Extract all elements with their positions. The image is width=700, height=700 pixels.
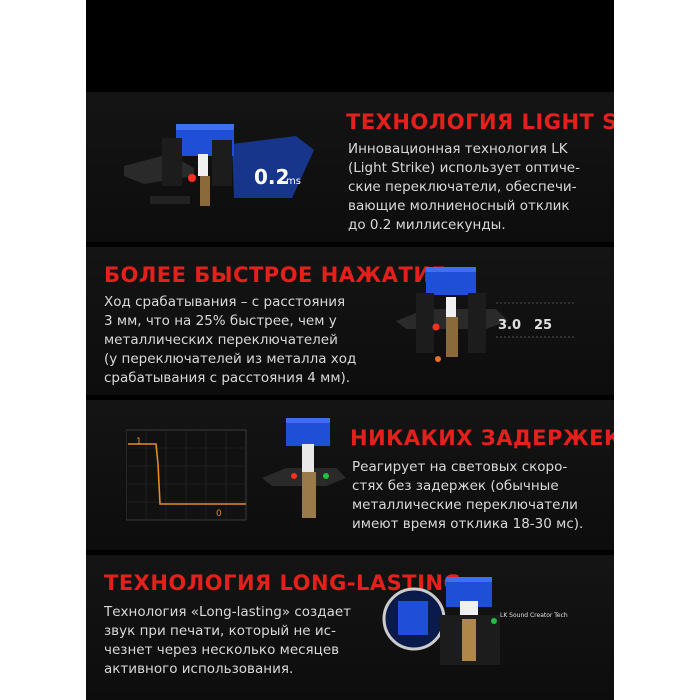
speed-badge-value: 0.2	[254, 165, 289, 189]
sound-tech-illustration: LK Sound Creator Tech	[382, 577, 568, 665]
switch-base-plate	[124, 154, 194, 184]
signal-trace	[128, 443, 246, 505]
speed-badge-bg	[232, 136, 314, 198]
optical-sensor-light	[188, 174, 196, 182]
section-text: Ход срабатывания – с расстояния 3 мм, чт…	[104, 294, 357, 386]
section-text: Реагирует на световых скоро- стях без за…	[352, 459, 584, 532]
section-text: Технология «Long-lasting» создает звук п…	[104, 604, 352, 677]
optical-switch-illustration: 0.2 ms	[124, 124, 314, 206]
product-card: ТЕХНОЛОГИЯ LIGHT STRIKE Инновационная те…	[86, 0, 614, 700]
oscilloscope-illustration: 1 0	[126, 418, 346, 521]
section-text: Инновационная технология LK (Light Strik…	[348, 141, 580, 233]
optical-sensor-light	[432, 323, 440, 331]
distance-label: 3.0	[498, 318, 521, 333]
speed-badge-unit: ms	[286, 176, 301, 187]
section-no-delay: НИКАКИХ ЗАДЕРЖЕК Реагирует на световых с…	[86, 400, 614, 550]
section-long-lasting: ТЕХНОЛОГИЯ LONG-LASTING Технология «Long…	[86, 555, 614, 700]
scope-high-label: 1	[136, 437, 142, 447]
section-title: БОЛЕЕ БЫСТРОЕ НАЖАТИЕ	[104, 263, 447, 287]
sound-tech-caption: LK Sound Creator Tech	[500, 612, 568, 619]
section-title: НИКАКИХ ЗАДЕРЖЕК	[350, 426, 614, 450]
percent-label: 25	[534, 318, 552, 333]
actuation-distance-illustration: 3.0 25	[396, 267, 576, 362]
section-title: ТЕХНОЛОГИЯ LIGHT STRIKE	[346, 110, 614, 134]
section-light-strike: ТЕХНОЛОГИЯ LIGHT STRIKE Инновационная те…	[86, 92, 614, 242]
scope-low-label: 0	[216, 509, 222, 519]
section-faster-press: БОЛЕЕ БЫСТРОЕ НАЖАТИЕ Ход срабатывания –…	[86, 247, 614, 395]
